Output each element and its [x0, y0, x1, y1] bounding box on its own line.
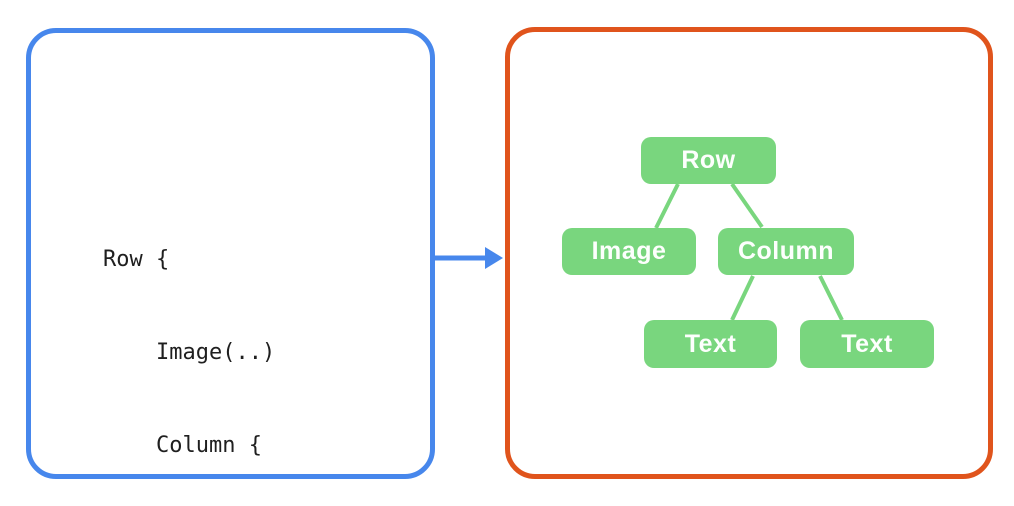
code-line: Column {	[103, 433, 262, 458]
code-block: Row { Image(..) Column { Text(..) Text(.…	[103, 182, 315, 506]
tree-node-row: Row	[641, 137, 776, 184]
tree-node-text-1: Text	[644, 320, 777, 368]
tree-edges	[654, 182, 844, 321]
arrow-right-icon	[435, 247, 503, 269]
tree-node-text-2: Text	[800, 320, 934, 368]
tree-node-column: Column	[718, 228, 854, 275]
tree-node-image: Image	[562, 228, 696, 275]
code-line: Row {	[103, 247, 170, 272]
code-line: Image(..)	[103, 340, 276, 365]
code-panel: Row { Image(..) Column { Text(..) Text(.…	[26, 28, 435, 479]
tree-panel: Row Image Column Text Text	[505, 27, 993, 479]
